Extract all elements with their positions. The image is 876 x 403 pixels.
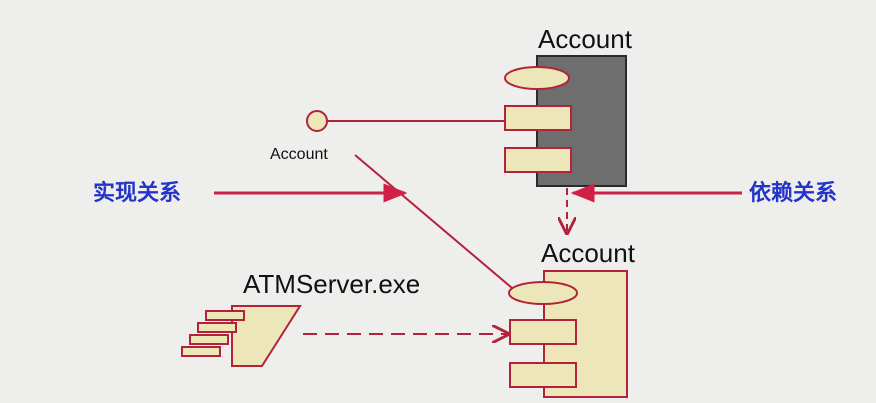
- dependency-annotation: 依赖关系: [570, 180, 837, 206]
- bottom-account-component[interactable]: Account: [508, 238, 636, 398]
- bottom-component-ellipse-port: [508, 281, 578, 305]
- bottom-component-label: Account: [541, 238, 636, 268]
- interface-circle-icon: [306, 110, 328, 132]
- top-component-ellipse-port: [504, 66, 570, 90]
- bottom-component-port-1: [509, 319, 577, 345]
- atmserver-port-4: [181, 346, 221, 357]
- atmserver-component[interactable]: ATMServer.exe: [181, 269, 420, 367]
- atmserver-port-3: [189, 334, 229, 345]
- top-component-label: Account: [538, 24, 633, 54]
- top-component-port-1: [504, 105, 572, 131]
- atmserver-port-2: [197, 322, 237, 333]
- realization-line: [354, 154, 513, 289]
- interface-label: Account: [270, 146, 328, 163]
- bottom-component-port-2: [509, 362, 577, 388]
- account-interface[interactable]: Account: [270, 110, 505, 163]
- top-component-port-2: [504, 147, 572, 173]
- atmserver-body: [231, 305, 302, 367]
- top-account-component[interactable]: Account: [504, 24, 633, 187]
- realization-annotation: 实现关系: [93, 180, 408, 206]
- atmserver-port-1: [205, 310, 245, 321]
- dependency-annotation-label: 依赖关系: [749, 180, 837, 206]
- atmserver-label: ATMServer.exe: [243, 269, 420, 299]
- realization-annotation-label: 实现关系: [93, 180, 181, 206]
